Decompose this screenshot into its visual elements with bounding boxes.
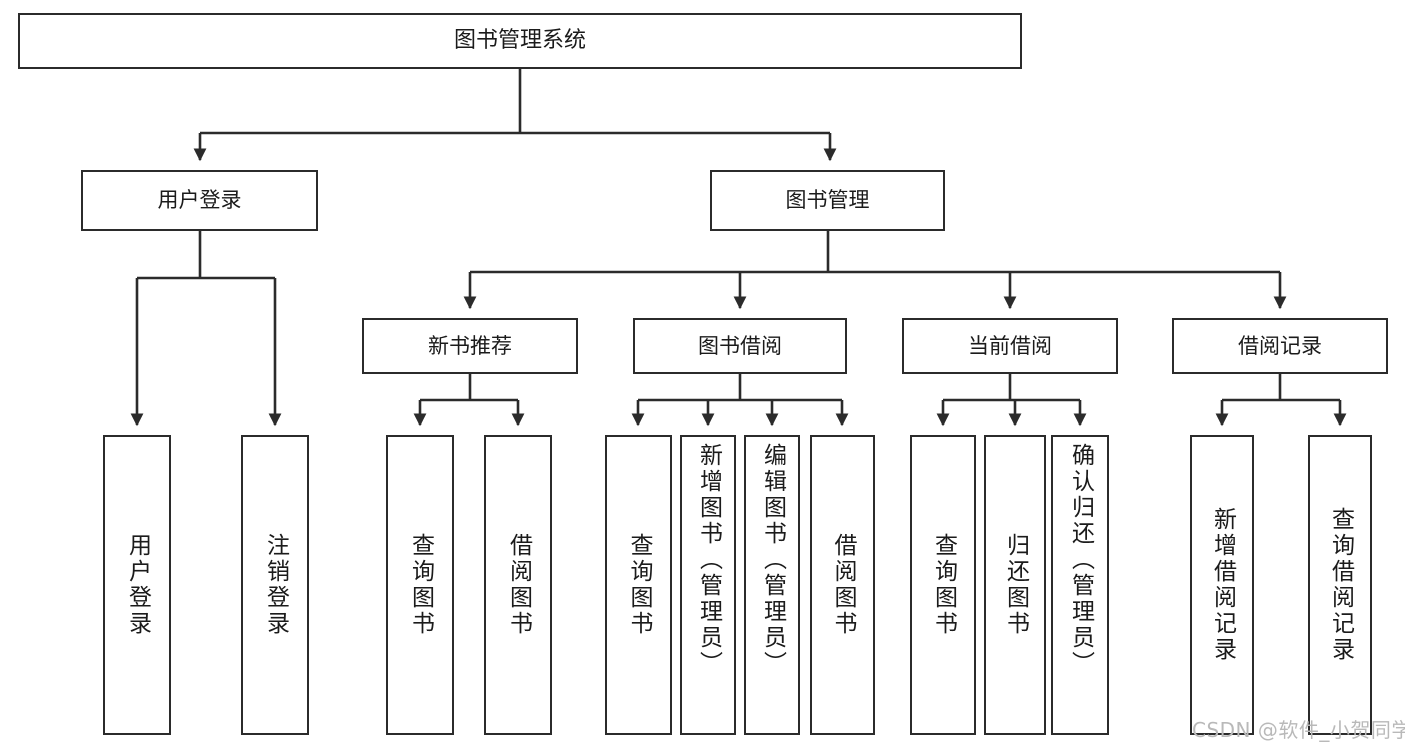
node-leaf-add-book[interactable]: 新增图书（管理员） [680,435,736,735]
node-leaf-return-book[interactable]: 归还图书 [984,435,1046,735]
node-label: 图书管理系统 [453,28,586,54]
node-user-login[interactable]: 用户登录 [81,170,318,231]
node-label: 注销登录 [262,533,289,637]
node-label: 图书借阅 [698,333,782,358]
node-label: 确认归还（管理员） [1067,443,1094,677]
node-label: 查询图书 [407,533,434,637]
node-current-borrow[interactable]: 当前借阅 [902,318,1118,374]
node-label: 用户登录 [124,533,151,637]
node-label: 当前借阅 [968,333,1052,358]
node-leaf-query-book-3[interactable]: 查询图书 [910,435,976,735]
node-new-book-recommend[interactable]: 新书推荐 [362,318,578,374]
node-label: 新书推荐 [428,333,512,358]
node-leaf-logout[interactable]: 注销登录 [241,435,309,735]
node-label: 查询图书 [930,533,957,637]
node-label: 新增借阅记录 [1209,507,1236,663]
node-label: 查询图书 [626,533,652,637]
node-leaf-query-book-1[interactable]: 查询图书 [386,435,454,735]
node-book-manage[interactable]: 图书管理 [710,170,945,231]
node-label: 查询借阅记录 [1327,507,1354,663]
node-label: 编辑图书（管理员） [759,443,786,677]
node-book-borrow[interactable]: 图书借阅 [633,318,847,374]
node-leaf-query-book-2[interactable]: 查询图书 [605,435,672,735]
node-label: 借阅记录 [1238,333,1322,358]
node-leaf-edit-book[interactable]: 编辑图书（管理员） [744,435,800,735]
node-leaf-add-record[interactable]: 新增借阅记录 [1190,435,1254,735]
node-leaf-confirm-return[interactable]: 确认归还（管理员） [1051,435,1109,735]
watermark: CSDN @软件_小贺同学 [1192,718,1405,742]
node-label: 借阅图书 [830,533,856,637]
node-label: 图书管理 [785,188,870,213]
node-label: 借阅图书 [505,533,532,637]
node-label: 归还图书 [1002,533,1029,637]
node-label: 新增图书（管理员） [695,443,722,677]
node-label: 用户登录 [157,188,242,213]
node-leaf-borrow-book-2[interactable]: 借阅图书 [810,435,875,735]
node-leaf-borrow-book-1[interactable]: 借阅图书 [484,435,552,735]
node-borrow-record[interactable]: 借阅记录 [1172,318,1388,374]
node-leaf-query-record[interactable]: 查询借阅记录 [1308,435,1372,735]
node-leaf-user-login[interactable]: 用户登录 [103,435,171,735]
node-root[interactable]: 图书管理系统 [18,13,1022,69]
